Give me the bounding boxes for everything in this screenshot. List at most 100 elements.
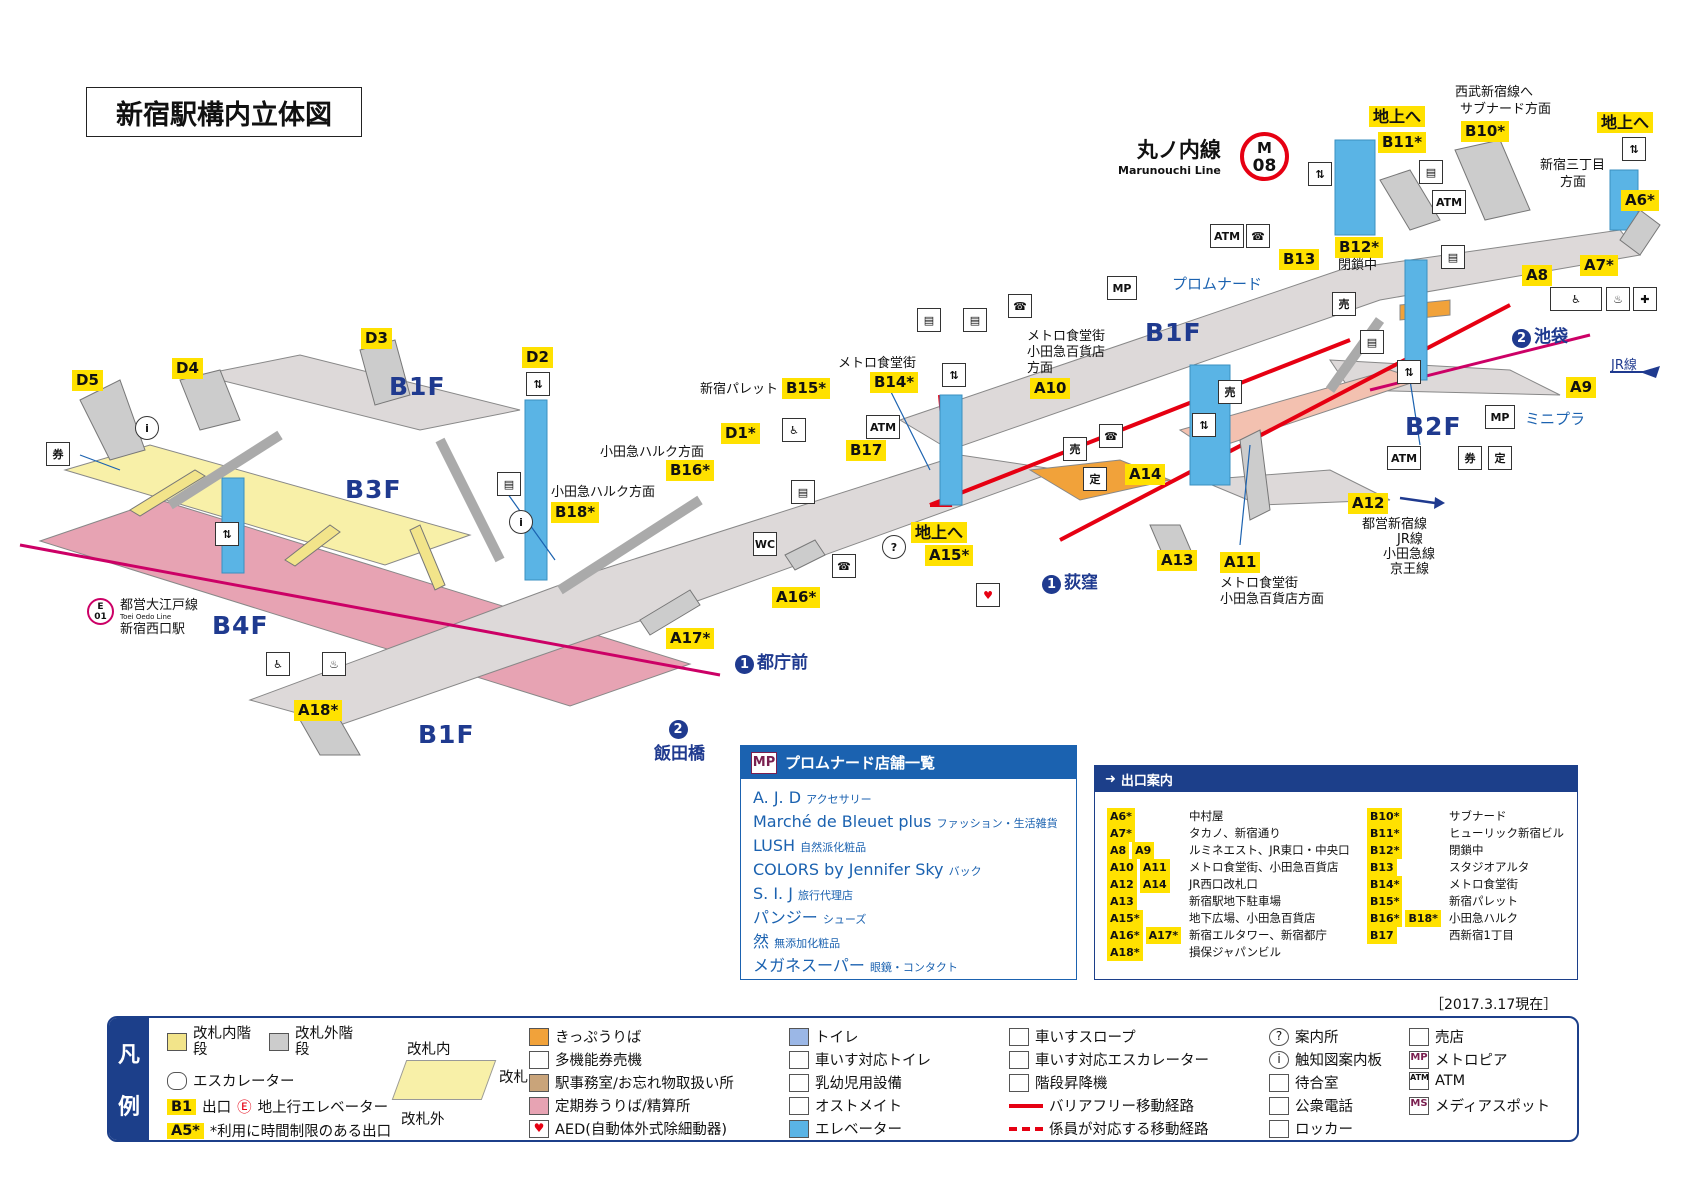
oedo-line bbox=[19, 543, 721, 677]
label-odakyu-dept: 小田急百貨店 bbox=[1027, 345, 1106, 360]
exit-d3[interactable]: D3 bbox=[361, 328, 392, 349]
elevator-icon-a15: ⇅ bbox=[942, 363, 966, 387]
label-a12-4: 京王線 bbox=[1390, 562, 1430, 577]
marunouchi-line-1 bbox=[929, 338, 1351, 507]
exit-tag: A16* bbox=[1107, 927, 1143, 944]
station-code-letter: M bbox=[1257, 139, 1272, 157]
exit-a17[interactable]: A17* bbox=[666, 628, 715, 649]
escalator-3 bbox=[557, 495, 703, 595]
exit-destination: サブナード bbox=[1449, 809, 1507, 823]
exit-destination: 新宿エルタワー、新宿都庁 bbox=[1189, 928, 1327, 942]
promenade-shop-list: A. J. D アクセサリー Marché de Bleuet plus ファッ… bbox=[741, 779, 1076, 987]
list-item: パンジー シューズ bbox=[753, 908, 867, 927]
list-item: LUSH 自然派化粧品 bbox=[753, 836, 867, 855]
elevator-icon-b1f: ⇅ bbox=[1192, 413, 1216, 437]
ostomate-icon: ✚ bbox=[1633, 287, 1657, 311]
list-item: Marché de Bleuet plus ファッション・生活雑貨 bbox=[753, 812, 1058, 831]
exit-b18[interactable]: B18* bbox=[551, 502, 600, 523]
label-metro-shokudo: メトロ食堂街 bbox=[838, 356, 917, 371]
exit-a6[interactable]: A6* bbox=[1621, 190, 1659, 211]
exit-b17[interactable]: B17 bbox=[846, 440, 887, 461]
exit-row: A7*タカノ、新宿通り bbox=[1107, 825, 1281, 842]
label-seibu-1: 西武新宿線へ bbox=[1455, 85, 1534, 100]
baby-icon bbox=[789, 1073, 809, 1092]
floor-b3f: B3F bbox=[345, 475, 402, 504]
exit-b15[interactable]: B15* bbox=[782, 378, 831, 399]
station-3d-map bbox=[19, 139, 1661, 756]
exit-a9[interactable]: A9 bbox=[1566, 377, 1597, 398]
gray-stairs bbox=[79, 139, 1661, 756]
office-icon bbox=[529, 1073, 549, 1092]
exit-a7[interactable]: A7* bbox=[1580, 255, 1618, 276]
exit-destination: 新宿パレット bbox=[1449, 894, 1518, 908]
page-title: 新宿駅構内立体図 bbox=[86, 87, 362, 137]
exit-b12[interactable]: B12* bbox=[1335, 237, 1384, 258]
label-sanchome-2: 方面 bbox=[1560, 175, 1587, 190]
exit-destination: JR西口改札口 bbox=[1189, 877, 1258, 891]
exit-b16[interactable]: B16* bbox=[666, 460, 715, 481]
label-seibu-2: サブナード方面 bbox=[1460, 102, 1552, 117]
pass-icon bbox=[529, 1096, 549, 1115]
exit-a8[interactable]: A8 bbox=[1522, 265, 1553, 286]
chijo-he-a15: 地上へ bbox=[911, 522, 968, 543]
exit-row: B15* 新宿パレット bbox=[1367, 893, 1518, 910]
label-promenade: プロムナード bbox=[1172, 275, 1263, 293]
list-item: S. I. J 旅行代理店 bbox=[753, 884, 854, 903]
exit-b10[interactable]: B10* bbox=[1461, 121, 1510, 142]
label-houmen: 方面 bbox=[1027, 361, 1054, 376]
elevator-shaft-d2 bbox=[524, 399, 548, 581]
exit-a14[interactable]: A14 bbox=[1125, 464, 1166, 485]
list-item: 然 無添加化粧品 bbox=[753, 932, 841, 951]
exit-b14[interactable]: B14* bbox=[870, 372, 919, 393]
aed-icon: ♥ bbox=[976, 583, 1000, 607]
tactile-map-icon: i bbox=[1269, 1050, 1289, 1069]
oedo-code-num: 01 bbox=[94, 612, 107, 622]
exit-d4[interactable]: D4 bbox=[172, 358, 203, 379]
label-a11-2: 小田急百貨店方面 bbox=[1220, 592, 1325, 607]
exit-b13[interactable]: B13 bbox=[1279, 249, 1320, 270]
oedo-code-badge: E 01 bbox=[87, 598, 114, 625]
exit-a11[interactable]: A11 bbox=[1220, 552, 1261, 573]
label-oedo-ja: 都営大江戸線 bbox=[120, 598, 199, 613]
exit-row: A6*中村屋 bbox=[1107, 808, 1224, 825]
exit-a13[interactable]: A13 bbox=[1157, 550, 1198, 571]
baby-icon-2: ♨ bbox=[1606, 287, 1630, 311]
exit-a18[interactable]: A18* bbox=[294, 700, 343, 721]
shop-icon bbox=[1409, 1027, 1429, 1046]
exit-a10[interactable]: A10 bbox=[1030, 378, 1071, 399]
exit-destination: 西新宿1丁目 bbox=[1449, 928, 1514, 942]
metropia-icon-2: MP bbox=[1485, 405, 1515, 429]
elevator-shaft-a15 bbox=[939, 394, 963, 506]
elevator-icon-b3f: ⇅ bbox=[215, 522, 239, 546]
exit-tag: A11 bbox=[1139, 859, 1170, 876]
exit-a15[interactable]: A15* bbox=[925, 545, 974, 566]
exit-tag: B15* bbox=[1367, 893, 1403, 910]
station-name-ja: 丸ノ内線 bbox=[1136, 138, 1221, 162]
exit-a16[interactable]: A16* bbox=[772, 587, 821, 608]
exit-row: B16*B18*小田急ハルク bbox=[1367, 910, 1518, 927]
floor-b4f: B4F bbox=[212, 611, 269, 640]
exit-b11[interactable]: B11* bbox=[1378, 132, 1427, 153]
exit-d2[interactable]: D2 bbox=[522, 347, 553, 368]
elevator-icon bbox=[789, 1119, 809, 1138]
media-spot-icon: MS bbox=[1409, 1096, 1429, 1115]
exit-d5[interactable]: D5 bbox=[72, 370, 103, 391]
label-oedo-en: Toei Oedo Line bbox=[120, 613, 172, 621]
exit-tag: A17* bbox=[1145, 927, 1182, 944]
ostomate-icon bbox=[789, 1096, 809, 1115]
exit-d1[interactable]: D1* bbox=[721, 423, 760, 444]
exit-tag: B18* bbox=[1405, 910, 1441, 927]
exit-a12[interactable]: A12 bbox=[1348, 493, 1389, 514]
atm-icon: ATM bbox=[866, 415, 900, 439]
exit-tag: B14* bbox=[1367, 876, 1403, 893]
exit-destination: メトロ食堂街 bbox=[1449, 877, 1518, 891]
